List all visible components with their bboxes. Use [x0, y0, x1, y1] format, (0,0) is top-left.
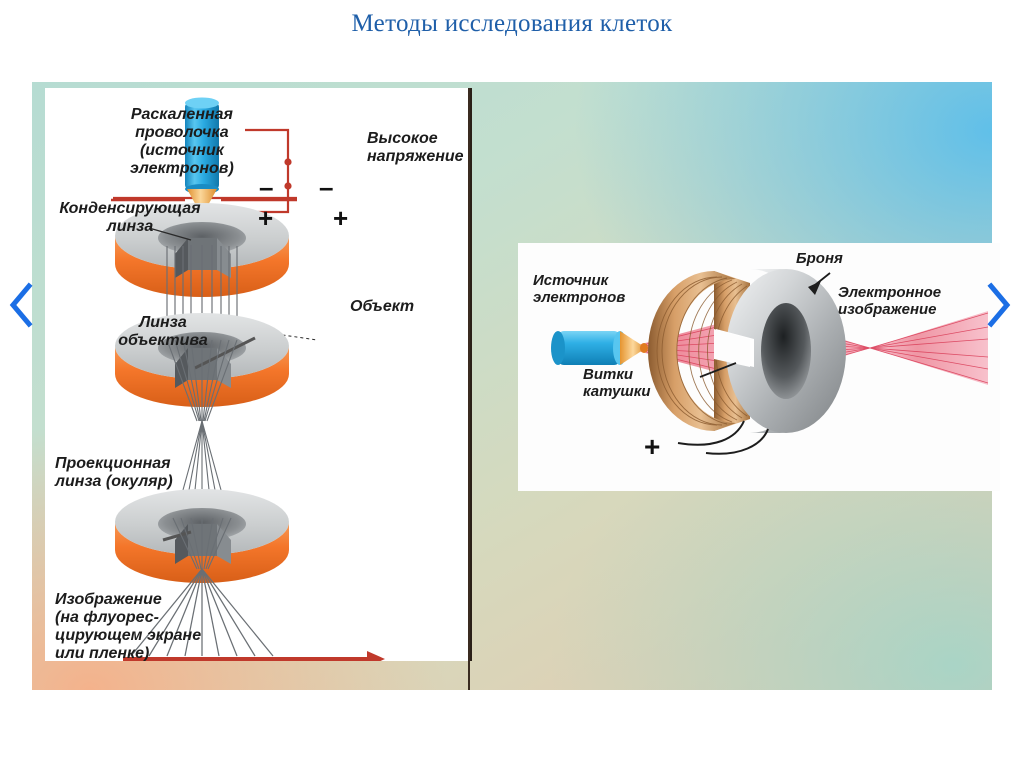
beam-lines-crossover-lower — [182, 420, 222, 491]
label-leader-lines — [148, 227, 192, 241]
label-specimen: Объект — [350, 298, 415, 315]
label-image-screen: Изображение (на флуорес- цирующем экране… — [55, 591, 202, 661]
beam-lines-to-screen — [172, 517, 232, 570]
beam-lines-crossover-upper — [166, 339, 238, 422]
label-hot-filament: Раскаленная проволочка (источник электро… — [130, 106, 234, 177]
filament-tip-icon — [187, 189, 217, 216]
label-high-voltage: Высокое напряжение — [367, 130, 464, 165]
figure-transmission-electron-microscope: Раскаленная проволочка (источник электро… — [45, 88, 472, 661]
label-objective-lens: Линза объектива — [118, 314, 208, 349]
prev-slide-button[interactable] — [8, 282, 34, 328]
sign-plus-right: + — [333, 203, 349, 233]
sign-plus-coil: + — [644, 431, 661, 462]
coil-lead-wires — [677, 420, 769, 455]
condenser-lens-disc — [115, 203, 289, 297]
label-projection-lens: Проекционная линза (окуляр) — [55, 455, 173, 490]
electron-source-gun — [551, 331, 648, 365]
chevron-right-icon[interactable] — [986, 282, 1012, 328]
label-electron-source: Источник электронов — [533, 272, 626, 306]
screen-direction-arrow — [123, 651, 385, 661]
high-voltage-wiring — [113, 128, 297, 214]
sign-minus-right: – — [319, 172, 334, 202]
armour-arrowhead — [808, 281, 821, 295]
sign-plus-left: + — [258, 203, 274, 233]
page-title: Методы исследования клеток — [351, 10, 673, 37]
tem-diagram-svg — [111, 97, 385, 661]
magnetic-lens-diagram-svg — [551, 269, 989, 455]
label-electron-image: Электронное изображение — [838, 284, 942, 318]
figure-magnetic-lens: Источник электронов Броня Электронное из… — [518, 243, 1000, 491]
figure-left-divider — [468, 88, 470, 690]
label-coil-windings: Витки катушки — [583, 366, 651, 400]
chevron-left-icon[interactable] — [8, 282, 34, 328]
next-slide-button[interactable] — [986, 282, 1012, 328]
label-armour: Броня — [796, 250, 843, 267]
beam-lines-divergent-final — [130, 568, 274, 657]
voltage-terminal-dots — [284, 158, 292, 190]
label-condenser-lens: Конденсирующая линза — [59, 200, 201, 235]
magnetic-lens-torus — [648, 269, 846, 433]
sign-minus-left: – — [259, 172, 274, 202]
